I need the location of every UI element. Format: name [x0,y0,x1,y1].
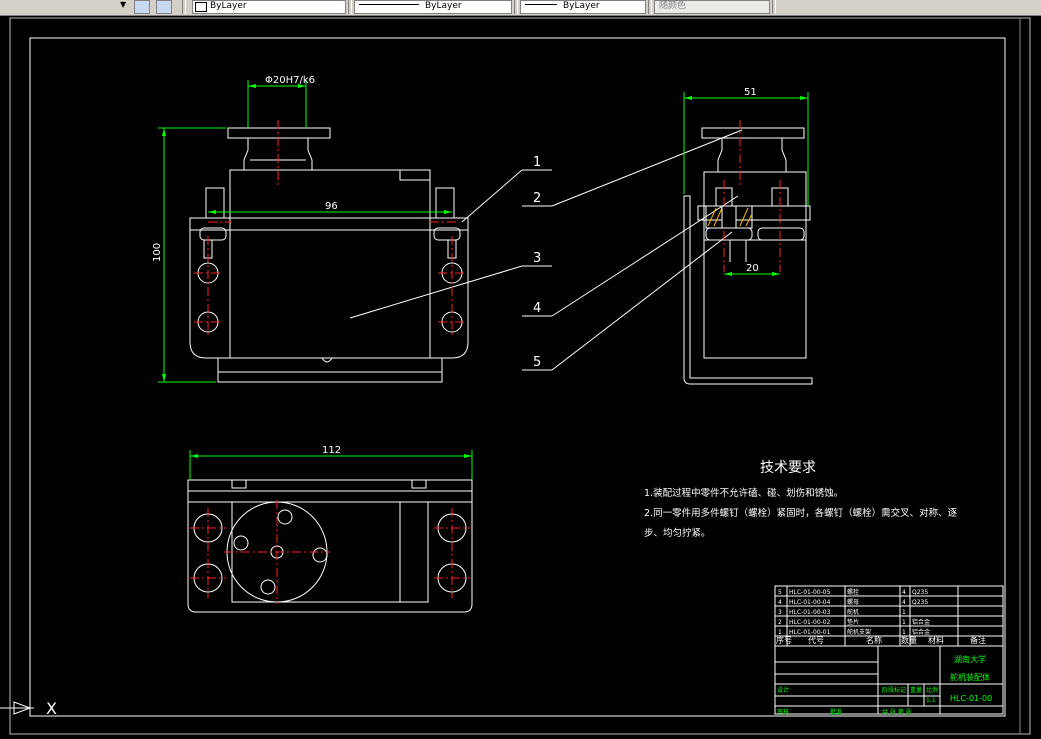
svg-text:Q235: Q235 [912,589,928,596]
color-swatch-icon [195,2,207,12]
svg-text:3: 3 [778,609,782,616]
linetype-select-value: ByLayer [425,1,462,11]
dim-bottom-width: 112 [322,445,341,456]
leader-lines [349,129,743,371]
svg-text:5: 5 [778,589,782,596]
ucs-x-label: X [46,699,57,718]
scale-value: 1:1 [926,697,936,704]
design-label: 设计 [777,686,789,694]
dim-height-total: 100 [152,243,163,262]
layer-states-icon[interactable] [134,0,150,14]
svg-text:铝合金: 铝合金 [912,628,930,636]
lineweight-select-value: ByLayer [563,1,600,11]
svg-text:备注: 备注 [970,635,986,645]
svg-text:4: 4 [778,599,782,606]
balloon-3: 3 [533,251,541,266]
lineweight-preview-icon [525,3,557,5]
title-block-lines [774,585,1004,715]
review-label: 审核 [777,708,789,716]
svg-text:代号: 代号 [808,635,824,645]
table-header: 序号 代号 名称 数量 材料 备注 [776,635,986,645]
svg-text:HLC-01-00-01: HLC-01-00-01 [789,629,831,636]
svg-text:舵机: 舵机 [847,608,859,616]
svg-text:1: 1 [902,629,906,636]
svg-text:4: 4 [902,589,906,596]
side-view [683,127,813,385]
approve-label: 批准 [830,708,842,716]
svg-text:1: 1 [902,619,906,626]
dropdown-arrow-icon[interactable]: ▼ [120,0,127,9]
toolbar-separator [772,0,776,14]
tech-req-title: 技术要求 [760,460,816,476]
svg-text:舵机支架: 舵机支架 [847,628,871,636]
plotstyle-select[interactable]: 随颜色 [654,0,770,14]
svg-text:垫片: 垫片 [847,618,859,626]
plotstyle-select-value: 随颜色 [659,1,687,11]
tech-req-line-2: 2.同一零件用多件螺钉（螺栓）紧固时，各螺钉（螺栓）需交叉、对称、逐 [644,507,958,519]
paper-outer-border [9,17,1031,735]
color-select[interactable]: ByLayer [192,0,346,14]
linetype-preview-icon [359,3,419,5]
table-row: 2 HLC-01-00-02 垫片 1 铝合金 [778,618,930,626]
ucs-icon [0,701,34,715]
svg-text:2: 2 [778,619,782,626]
table-row: 4 HLC-01-00-04 螺母 4 Q235 [778,598,928,606]
balloon-1: 1 [533,155,541,170]
toolbar-separator [648,0,652,14]
svg-text:材料: 材料 [928,635,944,645]
svg-text:螺母: 螺母 [847,598,859,606]
section-hatch [705,205,753,229]
toolbar-separator [182,0,186,14]
svg-text:HLC-01-00-05: HLC-01-00-05 [789,589,831,596]
drawing-name: 舵机装配体 [950,672,990,682]
svg-text:4: 4 [902,599,906,606]
balloon-4: 4 [533,301,541,316]
drawing-frame [29,37,1006,717]
drawing-number: HLC-01-00 [950,694,992,703]
table-row: 1 HLC-01-00-01 舵机支架 1 铝合金 [778,628,930,636]
school-name: 湖南大学 [954,654,986,664]
dim-shaft-diameter: Φ20H7/k6 [265,75,315,86]
sheet-label: 共 张 第 张 [882,708,912,716]
svg-text:1: 1 [902,609,906,616]
balloon-2: 2 [533,191,541,206]
svg-text:螺栓: 螺栓 [847,588,859,596]
balloon-5: 5 [533,355,541,370]
dim-side-bolt: 20 [746,263,759,274]
dim-bolt-span: 96 [325,201,338,212]
front-view [189,127,469,383]
bottom-view [187,479,473,613]
linetype-select[interactable]: ByLayer [354,0,512,14]
ratio-label: 比例 [926,686,938,694]
svg-text:Q235: Q235 [912,599,928,606]
dim-side-width: 51 [744,87,757,98]
svg-text:HLC-01-00-03: HLC-01-00-03 [789,609,831,616]
svg-text:序号: 序号 [776,635,792,645]
lineweight-select[interactable]: ByLayer [520,0,646,14]
stage-label: 阶段标记 [882,686,906,694]
dimension-arrows [162,84,808,458]
drawing-canvas[interactable]: Φ20H7/k6 100 96 51 20 112 1 2 3 4 5 技术要求… [0,15,1041,739]
table-row: 3 HLC-01-00-03 舵机 1 [778,608,906,616]
toolbar-separator [348,0,352,14]
layer-previous-icon[interactable] [156,0,172,14]
tech-req-line-3: 步、均匀拧紧。 [644,527,711,539]
weight-label: 重量 [910,686,922,694]
svg-text:HLC-01-00-04: HLC-01-00-04 [789,599,831,606]
title-block: 湖南大学 舵机装配体 HLC-01-00 1:1 设计 审核 批准 阶段标记 重… [777,654,992,716]
svg-text:数量: 数量 [901,635,917,645]
svg-text:1: 1 [778,629,782,636]
properties-toolbar: ▼ ByLayer ByLayer ByLayer 随颜色 [0,0,1041,16]
dimension-lines [158,80,809,480]
toolbar-separator [514,0,518,14]
svg-text:名称: 名称 [866,635,882,645]
tech-req-line-1: 1.装配过程中零件不允许磕、碰、划伤和锈蚀。 [644,487,843,499]
svg-text:HLC-01-00-02: HLC-01-00-02 [789,619,831,626]
svg-text:铝合金: 铝合金 [912,618,930,626]
color-select-value: ByLayer [210,1,247,11]
table-row: 5 HLC-01-00-05 螺栓 4 Q235 [778,588,928,596]
